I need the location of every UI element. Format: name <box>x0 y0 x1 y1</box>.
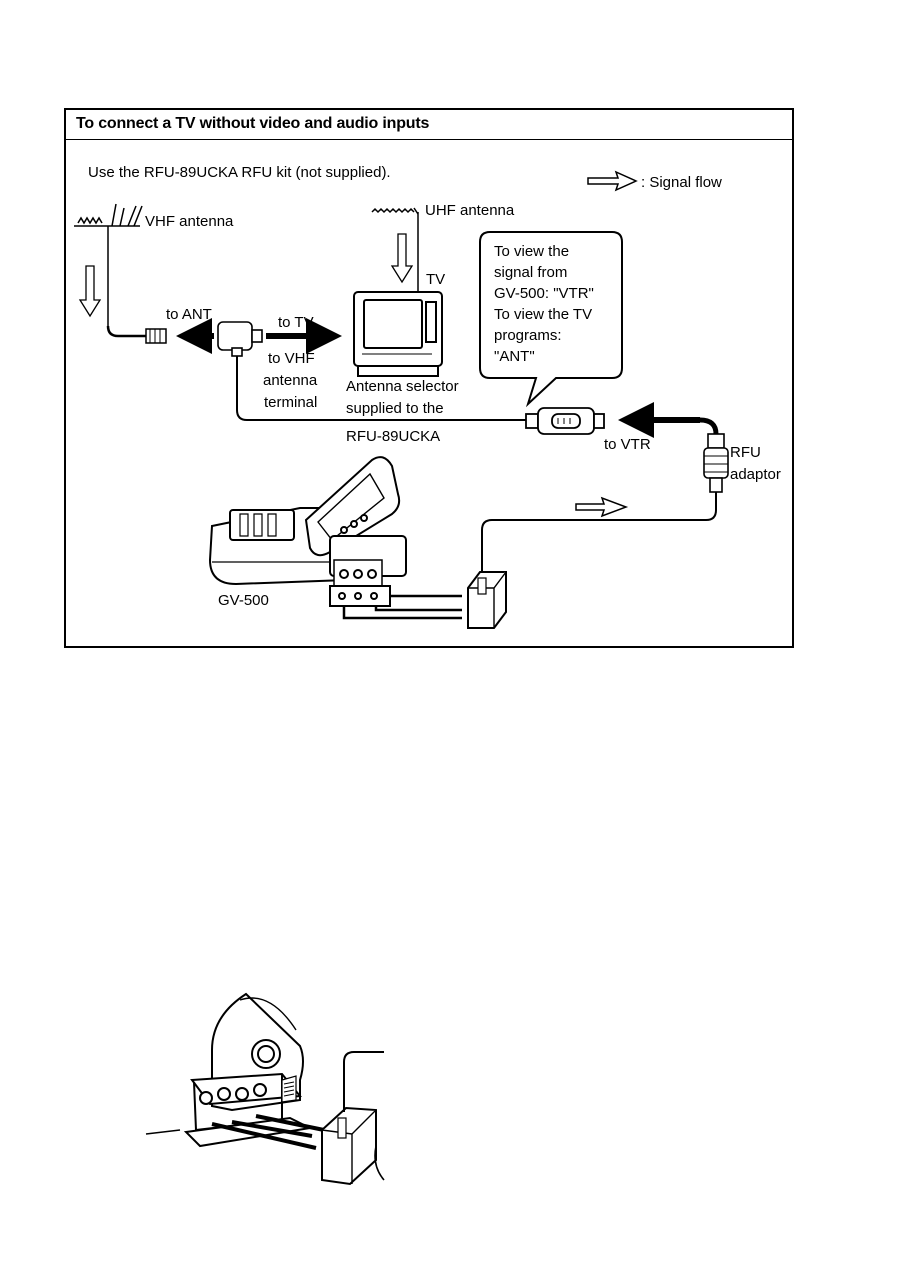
callout-line: programs: <box>494 327 562 344</box>
signal-flow-cable-arrow-icon <box>575 496 629 518</box>
tv-icon <box>353 291 443 377</box>
to-vtr-label: to VTR <box>604 436 651 453</box>
to-vhf-label-line-1: to VHF <box>268 350 315 367</box>
vhf-antenna-label: VHF antenna <box>145 213 234 230</box>
vhf-antenna-icon <box>74 203 143 326</box>
rf-adaptor-box-icon <box>467 571 507 629</box>
to-vhf-label-line-2: antenna <box>263 372 318 389</box>
rfu-adaptor-label-line-1: RFU <box>730 444 761 461</box>
bottom-adaptor-box-icon <box>321 1106 377 1186</box>
antenna-splitter <box>217 321 263 357</box>
antenna-selector-label-line-1: Antenna selector <box>346 378 459 395</box>
to-tv-label: to TV <box>278 314 314 331</box>
rfu-adaptor-icon <box>703 433 729 493</box>
callout-line: "ANT" <box>494 348 535 365</box>
uhf-signal-arrow-icon <box>390 233 414 284</box>
callout-line: GV-500: "VTR" <box>494 285 594 302</box>
uhf-antenna-icon <box>371 207 419 292</box>
gv-500-label: GV-500 <box>218 592 269 609</box>
rfu-adaptor-label-line-2: adaptor <box>730 466 781 483</box>
callout-bubble <box>479 231 623 408</box>
callout-line: To view the <box>494 243 570 260</box>
panel-title: To connect a TV without video and audio … <box>66 110 792 140</box>
signal-flow-legend-label: : Signal flow <box>641 174 722 191</box>
intro-text: Use the RFU-89UCKA RFU kit (not supplied… <box>88 164 391 181</box>
antenna-selector-icon <box>525 407 605 435</box>
vhf-signal-arrow-icon <box>78 265 102 318</box>
to-ant-label: to ANT <box>166 306 212 323</box>
to-vhf-label-line-3: terminal <box>264 394 318 411</box>
callout-line: To view the TV <box>494 306 593 323</box>
callout-text: To view the signal from GV-500: "VTR" To… <box>494 241 624 367</box>
gv-500-device-icon <box>208 456 407 607</box>
tv-label: TV <box>426 271 446 288</box>
signal-flow-arrow-icon <box>587 170 638 192</box>
ant-connector-plug <box>145 328 167 344</box>
antenna-selector-label-line-3: RFU-89UCKA <box>346 428 441 445</box>
connection-diagram-panel: To connect a TV without video and audio … <box>64 108 794 648</box>
antenna-selector-label-line-2: supplied to the <box>346 400 444 417</box>
callout-line: signal from <box>494 264 568 281</box>
uhf-antenna-label: UHF antenna <box>425 202 515 219</box>
bottom-cables <box>211 1114 325 1150</box>
